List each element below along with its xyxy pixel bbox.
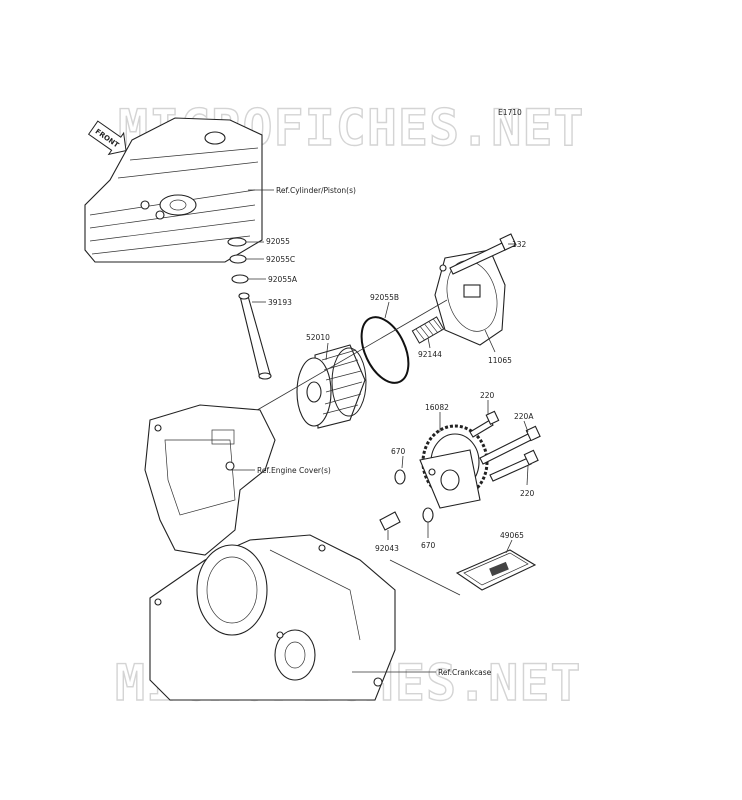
part-label-92055b: 92055B xyxy=(370,293,399,302)
oil-pipe-39193 xyxy=(238,292,272,380)
bolt-220-top xyxy=(469,410,500,438)
part-label-92055: 92055 xyxy=(266,237,290,246)
ref-engine-cover-label: Ref.Engine Cover(s) xyxy=(257,466,331,475)
o-ring-670-b xyxy=(422,507,434,523)
ref-crankcase-label: Ref.Crankcase xyxy=(438,668,492,677)
part-label-16082: 16082 xyxy=(425,403,449,412)
crankcase-drawing xyxy=(149,534,396,701)
part-label-220-top: 220 xyxy=(480,391,495,400)
leader-lines xyxy=(230,189,529,673)
oil-pump-gear-16082 xyxy=(419,424,489,509)
part-label-220-bottom: 220 xyxy=(520,489,535,498)
o-ring-92055a xyxy=(231,274,249,284)
assembly-line-filter xyxy=(239,299,448,421)
part-label-92055a: 92055A xyxy=(268,275,298,284)
part-label-92144: 92144 xyxy=(418,350,442,359)
part-label-670-a: 670 xyxy=(391,447,406,456)
part-label-92055c: 92055C xyxy=(266,255,295,264)
gasket-sheet-49065 xyxy=(455,549,537,591)
engine-cover-drawing xyxy=(144,404,276,556)
diagram-id: E1710 xyxy=(498,108,522,117)
bolt-132 xyxy=(449,233,517,275)
part-label-670-b: 670 xyxy=(421,541,436,550)
dowel-pin-92043 xyxy=(379,511,401,531)
part-label-220a: 220A xyxy=(514,412,534,421)
o-ring-92055c xyxy=(229,254,247,264)
part-label-132: 132 xyxy=(512,240,527,249)
part-label-52010: 52010 xyxy=(306,333,330,342)
cylinder-head-drawing xyxy=(84,117,263,263)
bolt-220-bottom xyxy=(489,449,539,482)
bolt-220a xyxy=(479,425,541,465)
ref-cylinder-label: Ref.Cylinder/Piston(s) xyxy=(276,186,356,195)
o-ring-92055 xyxy=(227,237,247,247)
o-ring-92055b xyxy=(360,316,410,384)
spring-92144 xyxy=(411,316,445,344)
o-ring-670-a xyxy=(394,469,406,485)
oil-filter-52010 xyxy=(296,344,367,429)
part-label-11065: 11065 xyxy=(488,356,512,365)
part-label-92043: 92043 xyxy=(375,544,399,553)
part-label-49065: 49065 xyxy=(500,531,524,540)
part-label-39193: 39193 xyxy=(268,298,292,307)
